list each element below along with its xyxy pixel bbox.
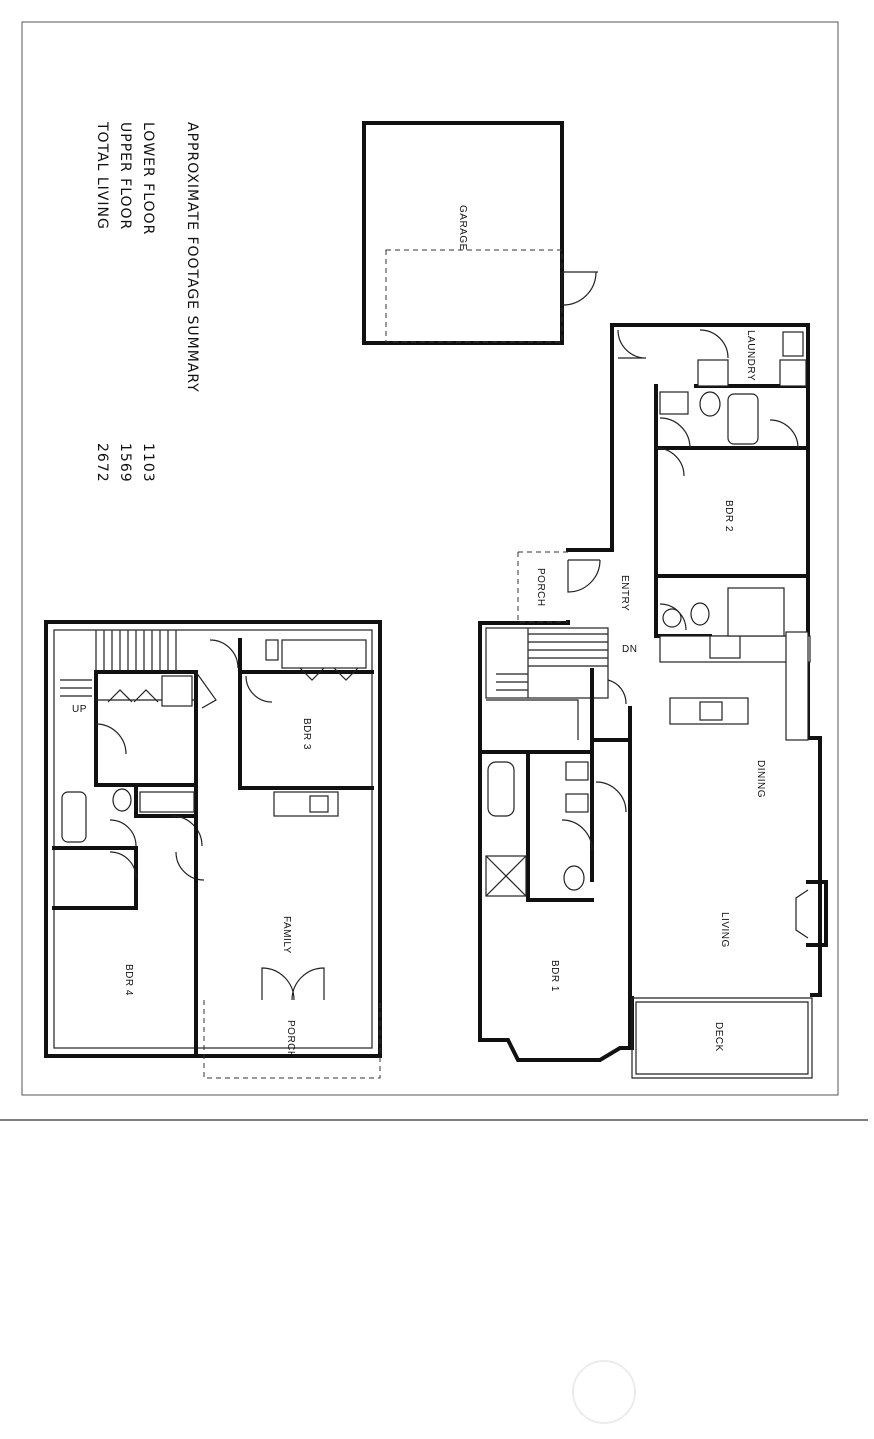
summary-lower-value: 1103 <box>140 443 156 483</box>
room-label-bdr3: BDR 3 <box>301 718 312 750</box>
garage: GARAGE <box>362 121 598 345</box>
summary-upper-label: UPPER FLOOR <box>117 122 133 230</box>
room-label-family: FAMILY <box>281 916 292 954</box>
room-label-bdr4: BDR 4 <box>123 964 134 996</box>
watermark-circle <box>572 1360 636 1424</box>
summary-upper-value: 1569 <box>117 443 133 483</box>
room-label-garage: GARAGE <box>457 205 468 251</box>
footage-summary: APPROXIMATE FOOTAGE SUMMARY LOWER FLOOR … <box>94 121 200 483</box>
room-label-entry: ENTRY <box>619 575 630 611</box>
stairs-lower: UP <box>60 630 177 715</box>
summary-total-value: 2672 <box>94 443 110 483</box>
summary-lower-label: LOWER FLOOR <box>140 122 156 235</box>
room-label-bdr2: BDR 2 <box>723 500 734 532</box>
sheet-border <box>21 21 839 1096</box>
room-label-deck: DECK <box>713 1022 724 1052</box>
lower-floor: UP BDR 3 BDR 4 FAMILY <box>44 620 382 1079</box>
room-label-dining: DINING <box>755 760 766 798</box>
room-label-living: LIVING <box>719 912 730 948</box>
summary-title: APPROXIMATE FOOTAGE SUMMARY <box>184 122 200 393</box>
upper-floor: PORCH ENTRY LAUNDRY BDR 2 <box>478 323 828 1079</box>
label-dn: DN <box>622 644 637 655</box>
room-label-laundry: LAUNDRY <box>745 330 756 381</box>
stairs-upper: DN <box>485 627 637 699</box>
summary-total-label: TOTAL LIVING <box>94 121 110 230</box>
label-up: UP <box>72 704 87 715</box>
room-label-bdr1: BDR 1 <box>549 960 560 992</box>
room-label-porch-upper: PORCH <box>535 568 546 607</box>
room-label-porch-lower: PORCH <box>285 1020 296 1059</box>
